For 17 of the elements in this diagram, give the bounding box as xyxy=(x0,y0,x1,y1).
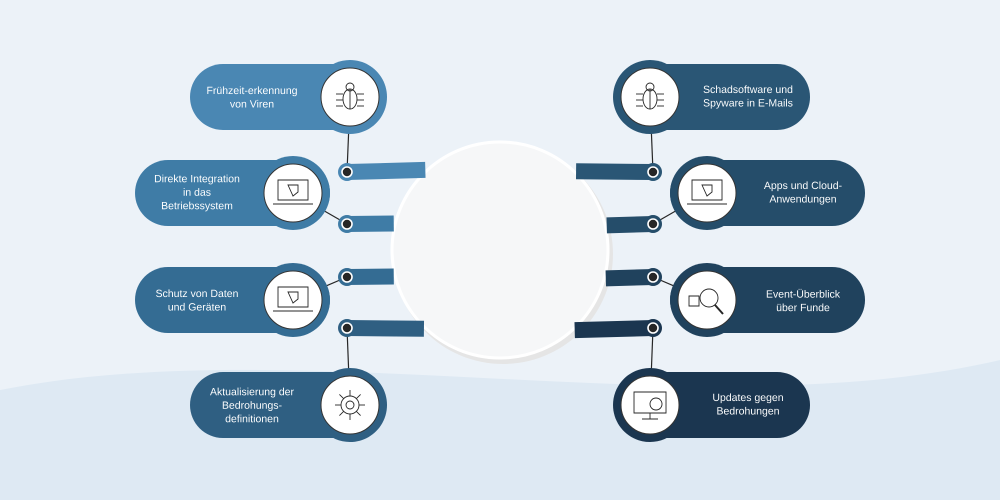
connector xyxy=(324,210,394,233)
pill-box: Direkte Integration in das Betriebssystem xyxy=(135,156,330,230)
connector xyxy=(606,210,676,234)
pill-box: Schutz von Daten und Geräten xyxy=(135,263,330,337)
pill-box: Updates gegen Bedrohungen xyxy=(613,368,810,442)
connector xyxy=(326,268,394,286)
connector xyxy=(576,132,662,181)
pill-box: Apps und Cloud-Anwendungen xyxy=(670,156,866,230)
pill-box: Aktualisierung der Bedrohungs-definitionen xyxy=(190,368,387,442)
pill-box: Frühzeit-erkennung von Viren xyxy=(190,60,387,134)
connector xyxy=(574,319,662,370)
hub-circle xyxy=(390,140,613,364)
connector xyxy=(338,319,424,370)
pill-box: Event-Überblick über Funde xyxy=(670,263,866,337)
connector xyxy=(606,268,674,286)
pill-box: Schadsoftware und Spyware in E-Mails xyxy=(613,60,810,134)
connector xyxy=(338,132,426,181)
